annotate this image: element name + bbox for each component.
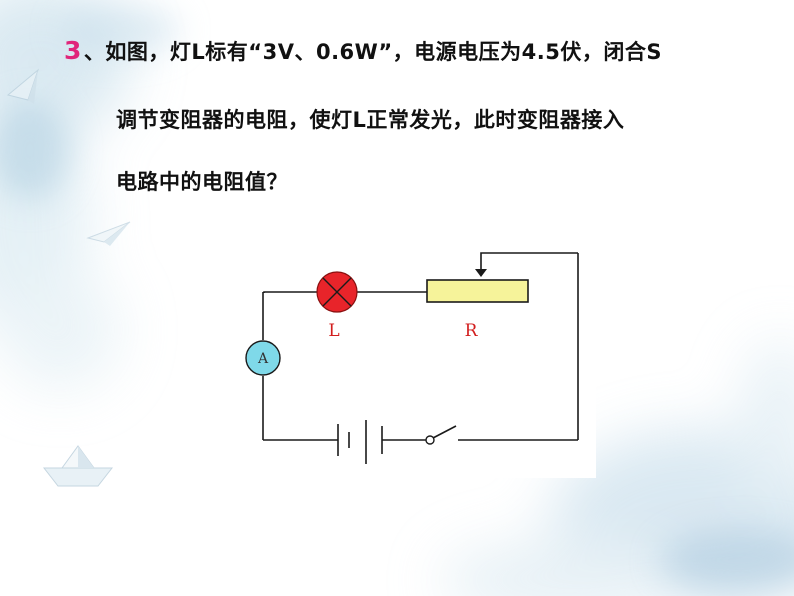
rheostat-label: R	[465, 321, 479, 341]
slider-arrow-icon	[475, 269, 487, 277]
question-number: 3	[64, 36, 82, 65]
lamp-label: L	[328, 321, 339, 341]
question-text-block: 3、如图，灯L标有“3V、0.6W”，电源电压为4.5伏，闭合S 调节变阻器的电…	[0, 0, 794, 200]
battery-icon	[337, 420, 383, 464]
question-line-1-text: 、如图，灯L标有“3V、0.6W”，电源电压为4.5伏，闭合S	[83, 40, 662, 64]
rheostat	[426, 279, 529, 303]
wire-top-slider	[480, 252, 578, 270]
small-paper-plane-icon	[86, 221, 131, 246]
circuit-diagram: A L R	[234, 236, 596, 478]
paper-boat-icon	[42, 445, 114, 487]
wire-top-left	[263, 291, 317, 293]
ammeter-label: A	[257, 351, 269, 367]
lamp-icon	[316, 271, 358, 313]
ammeter-icon: A	[245, 340, 281, 376]
question-line-1: 3、如图，灯L标有“3V、0.6W”，电源电压为4.5伏，闭合S	[64, 36, 662, 66]
question-line-2: 调节变阻器的电阻，使灯L正常发光，此时变阻器接入	[116, 108, 625, 132]
question-line-3: 电路中的电阻值？	[116, 170, 288, 194]
switch-icon	[425, 425, 457, 445]
